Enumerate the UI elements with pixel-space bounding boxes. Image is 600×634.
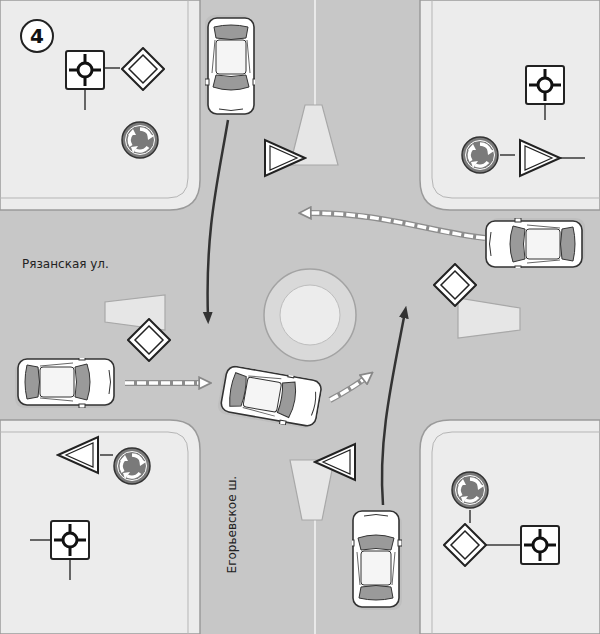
roundabout-info-sign xyxy=(51,521,89,559)
priority-road-sign xyxy=(122,48,164,90)
roundabout-info-sign xyxy=(66,51,104,89)
priority-road-sign xyxy=(128,319,170,361)
dashed-path-arrow xyxy=(330,376,368,400)
splitter-islands xyxy=(105,105,520,520)
solid-path-arrow xyxy=(208,120,228,318)
car xyxy=(205,15,257,114)
road-signs xyxy=(51,48,564,566)
solid-path-arrow xyxy=(382,312,405,505)
yield-sign xyxy=(315,444,355,480)
car xyxy=(15,356,114,408)
car xyxy=(216,362,323,430)
callout-circle: 4 xyxy=(20,19,54,53)
roundabout-info-sign xyxy=(521,526,559,564)
cars xyxy=(15,15,585,610)
dashed-path-arrow xyxy=(125,383,205,384)
priority-road-sign xyxy=(434,264,476,306)
roundabout-info-sign xyxy=(526,66,564,104)
street-name: Егорьевское ш. xyxy=(226,476,239,574)
roundabout-sign xyxy=(462,137,498,173)
roundabout-sign xyxy=(122,122,158,158)
yield-sign xyxy=(265,140,305,176)
yield-sign xyxy=(58,437,98,473)
street-name: Рязанская ул. xyxy=(22,258,109,271)
roundabout-sign xyxy=(114,448,150,484)
car xyxy=(350,511,402,610)
priority-road-sign xyxy=(444,524,486,566)
roundabout-sign xyxy=(452,472,488,508)
yield-sign xyxy=(520,140,560,176)
paths-of-travel xyxy=(125,120,485,505)
sign-posts xyxy=(30,68,585,580)
central-island xyxy=(264,269,356,361)
car xyxy=(486,218,585,270)
callout-number: 4 xyxy=(30,26,44,46)
dashed-path-arrow xyxy=(305,213,485,238)
